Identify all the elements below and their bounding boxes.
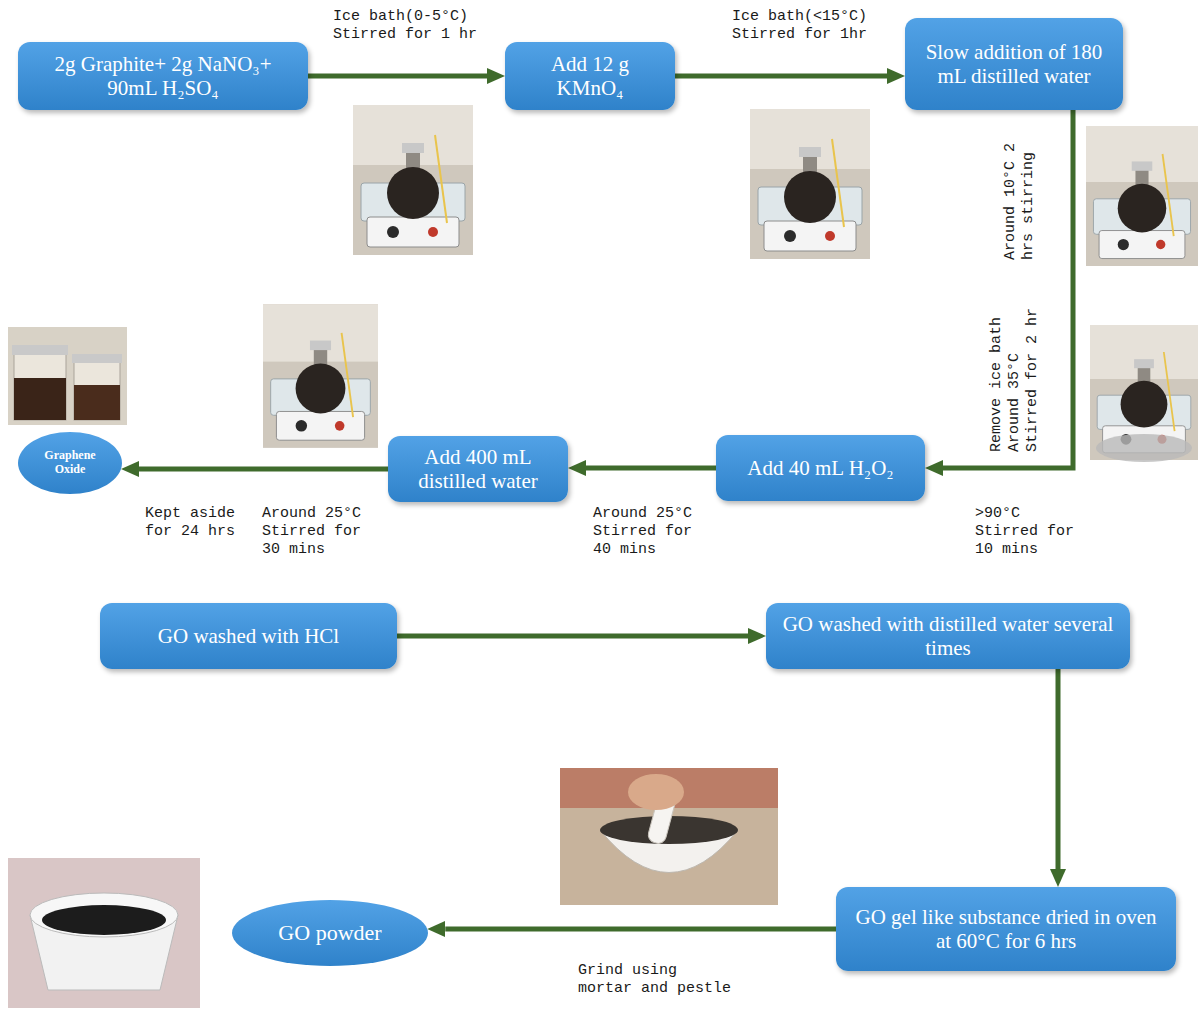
node-label: GO gel like substance dried in oven at 6…: [848, 905, 1164, 953]
metal-bowl: [1096, 434, 1192, 462]
process-arrow: [943, 110, 1073, 468]
node-text-group: GO washed with HCl: [158, 624, 339, 648]
tub-rim: [30, 893, 178, 937]
process-box: Add 12 g KMnO₄: [505, 42, 675, 110]
process-box: GO washed with distilled water several t…: [766, 603, 1130, 669]
node-text-group: GO washed with distilled water several t…: [778, 612, 1118, 660]
node-label: GO washed with distilled water several t…: [778, 612, 1118, 660]
node-label: Add 400 mL distilled water: [400, 445, 556, 493]
flask-photo: [263, 304, 378, 448]
process-arrow: [308, 74, 487, 79]
condition-label: Around 10°C 2 hrs stirring: [1002, 130, 1038, 260]
powder-photo: [8, 858, 200, 1008]
photo-ground: [8, 327, 127, 425]
foil-cap: [12, 345, 68, 355]
process-box: 2g Graphite+ 2g NaNO₃+ 90mL H₂SO₄: [18, 42, 308, 110]
process-arrow: [397, 634, 748, 639]
go-powder: [42, 905, 166, 935]
process-box: Add 400 mL distilled water: [388, 436, 568, 502]
node-label: 2g Graphite+ 2g NaNO₃+ 90mL H₂SO₄: [30, 52, 296, 100]
beaker: [74, 360, 120, 420]
condition-label: Ice bath(<15°C) Stirred for 1hr: [732, 8, 892, 44]
process-box: GO gel like substance dried in oven at 6…: [836, 887, 1176, 971]
node-text-group: Add 40 mL H₂O₂: [747, 456, 893, 480]
flask-photo: [1090, 325, 1198, 462]
photo-ground: [8, 858, 200, 1008]
flask-photo: [1086, 126, 1198, 266]
node-text-group: GO gel like substance dried in oven at 6…: [848, 905, 1164, 953]
node-text-group: Add 400 mL distilled water: [400, 445, 556, 493]
node-text-group: Add 12 g KMnO₄: [517, 52, 663, 100]
process-arrow: [586, 466, 716, 471]
node-label: Add 12 g KMnO₄: [517, 52, 663, 100]
process-arrow: [445, 927, 836, 932]
hand: [628, 774, 684, 810]
process-box: GO washed with HCl: [100, 603, 397, 669]
process-arrow: [1056, 669, 1061, 869]
node-label: GO washed with HCl: [158, 624, 339, 648]
beaker-liquid: [14, 378, 66, 420]
ellipse-shape: [18, 432, 122, 494]
node-text-group: 2g Graphite+ 2g NaNO₃+ 90mL H₂SO₄: [30, 52, 296, 100]
condition-label: Kept aside for 24 hrs: [145, 505, 255, 541]
flask-photo: [750, 109, 870, 259]
ellipse-shape: [232, 900, 428, 966]
process-box: Add 40 mL H₂O₂: [716, 435, 925, 501]
node-text-group: GO powder: [278, 920, 381, 945]
result-ellipse: GO powder: [232, 900, 428, 966]
condition-label: Around 25°C Stirred for 40 mins: [593, 505, 703, 559]
node-label: Add 40 mL H₂O₂: [747, 456, 893, 480]
condition-label: Around 25°C Stirred for 30 mins: [262, 505, 372, 559]
node-label: Graphene Oxide: [35, 449, 105, 477]
photo-ground: [560, 768, 778, 905]
process-arrow: [675, 74, 887, 79]
result-ellipse: Graphene Oxide: [18, 432, 122, 494]
node-text-group: Slow addition of 180 mL distilled water: [917, 40, 1111, 88]
condition-label: Ice bath(0-5°C) Stirred for 1 hr: [333, 8, 493, 44]
beaker-liquid: [74, 385, 120, 420]
process-box: Slow addition of 180 mL distilled water: [905, 18, 1123, 110]
beaker: [14, 352, 66, 420]
node-label: Slow addition of 180 mL distilled water: [917, 40, 1111, 88]
process-arrow: [139, 467, 388, 472]
condition-label: >90°C Stirred for 10 mins: [975, 505, 1085, 559]
node-label: GO powder: [278, 920, 381, 945]
condition-label: Grind using mortar and pestle: [578, 962, 736, 998]
condition-label: Remove ice bath Around 35°C Stirred for …: [988, 292, 1042, 452]
foil-cap: [72, 354, 122, 363]
flask-photo: [353, 105, 473, 255]
mortar-photo: [560, 768, 778, 905]
node-text-group: Graphene Oxide: [35, 449, 105, 477]
beakers-photo: [8, 327, 127, 425]
